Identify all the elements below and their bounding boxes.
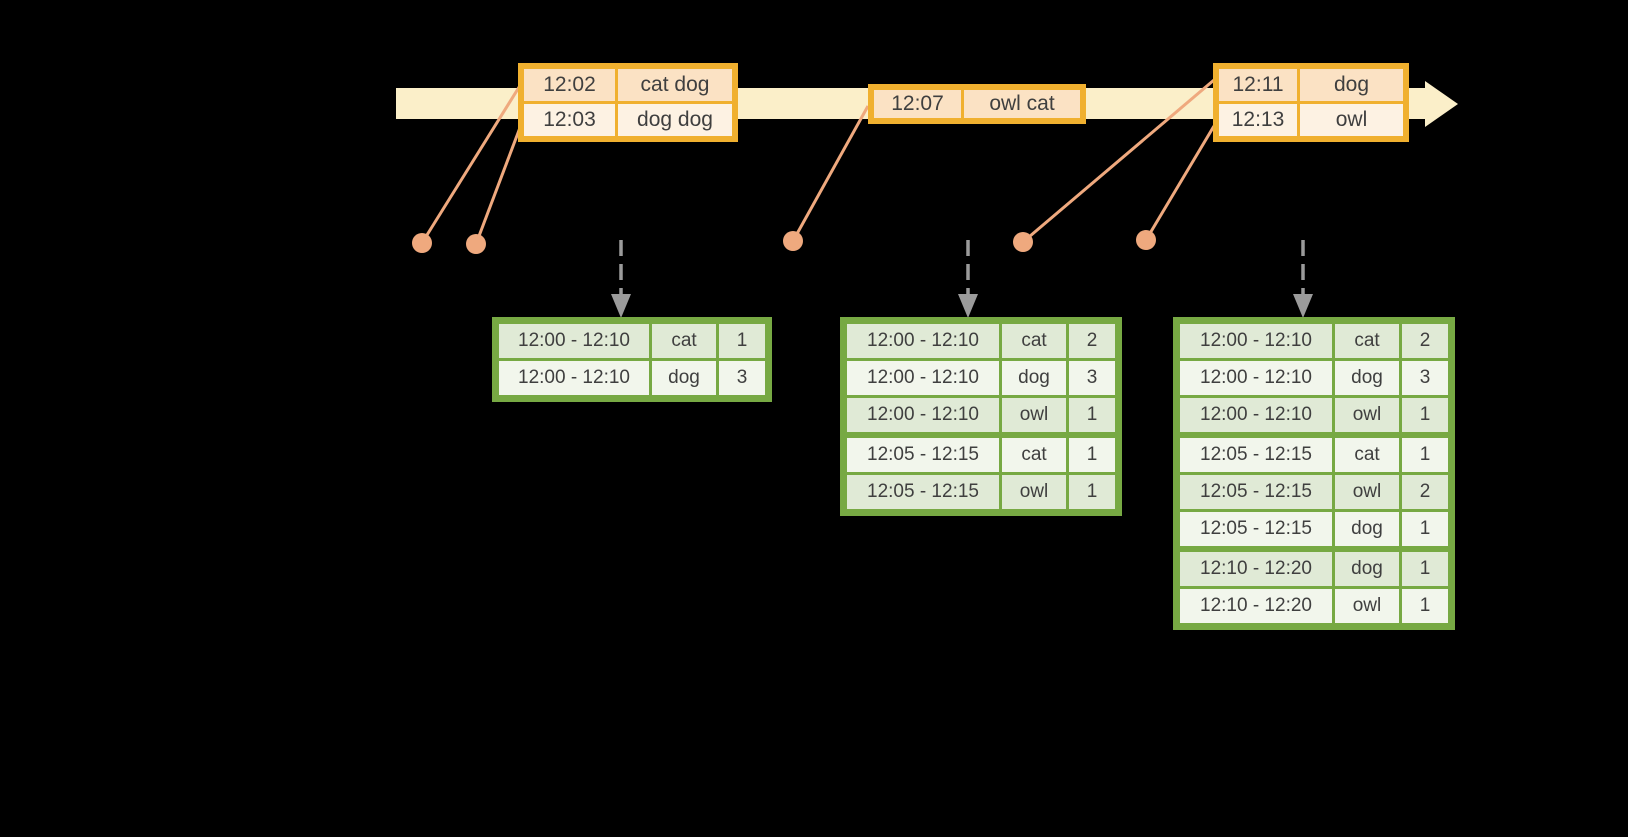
count-cell: 1 [1069,435,1115,472]
event-time-cell: 12:11 [1219,69,1297,101]
word-cell: cat [1335,324,1399,358]
window-cell: 12:05 - 12:15 [847,435,999,472]
result-table-3: 12:00 - 12:10 cat 2 12:00 - 12:10 dog 3 … [1173,317,1455,630]
connector-line [474,124,523,245]
arrowhead-icon [611,294,631,318]
result-row: 12:05 - 12:15 owl 2 [1180,475,1448,509]
event-words-cell: owl [1300,104,1403,136]
word-cell: owl [1002,398,1066,432]
count-cell: 1 [1402,398,1448,432]
count-cell: 1 [1069,475,1115,509]
word-cell: dog [652,361,716,395]
event-table-2: 12:07 owl cat [868,84,1086,124]
word-cell: dog [1335,361,1399,395]
word-cell: owl [1335,398,1399,432]
window-cell: 12:00 - 12:10 [1180,324,1332,358]
word-cell: dog [1335,549,1399,586]
event-row: 12:11 dog [1219,69,1403,101]
event-dot-icon [466,234,486,254]
result-row: 12:00 - 12:10 dog 3 [847,361,1115,395]
event-time-cell: 12:13 [1219,104,1297,136]
word-cell: cat [652,324,716,358]
count-cell: 1 [1069,398,1115,432]
word-cell: cat [1002,324,1066,358]
word-cell: cat [1002,435,1066,472]
window-cell: 12:00 - 12:10 [1180,398,1332,432]
result-row: 12:05 - 12:15 cat 1 [1180,435,1448,472]
event-dots [412,230,1156,254]
result-row: 12:00 - 12:10 cat 2 [1180,324,1448,358]
window-cell: 12:05 - 12:15 [847,475,999,509]
event-row: 12:07 owl cat [874,90,1080,118]
word-cell: owl [1335,475,1399,509]
result-row: 12:05 - 12:15 cat 1 [847,435,1115,472]
connector-line [1022,78,1215,244]
word-cell: dog [1335,512,1399,546]
event-time-cell: 12:03 [524,104,615,136]
count-cell: 2 [1402,324,1448,358]
result-row: 12:00 - 12:10 owl 1 [1180,398,1448,432]
event-time-cell: 12:02 [524,69,615,101]
result-table-2: 12:00 - 12:10 cat 2 12:00 - 12:10 dog 3 … [840,317,1122,516]
count-cell: 1 [1402,435,1448,472]
window-cell: 12:00 - 12:10 [1180,361,1332,395]
result-row: 12:00 - 12:10 owl 1 [847,398,1115,432]
event-dot-icon [412,233,432,253]
word-cell: cat [1335,435,1399,472]
dashed-flow-arrows [611,240,1313,318]
result-row: 12:00 - 12:10 cat 2 [847,324,1115,358]
connector-line [1144,125,1216,241]
event-dot-icon [1013,232,1033,252]
window-cell: 12:00 - 12:10 [499,361,649,395]
event-words-cell: cat dog [618,69,732,101]
event-words-cell: owl cat [964,90,1080,118]
window-cell: 12:00 - 12:10 [847,361,999,395]
event-row: 12:13 owl [1219,104,1403,136]
event-row: 12:03 dog dog [524,104,732,136]
result-row: 12:05 - 12:15 dog 1 [1180,512,1448,546]
arrowhead-icon [958,294,978,318]
window-cell: 12:10 - 12:20 [1180,589,1332,623]
timeline-arrowhead-icon [1425,81,1458,127]
window-cell: 12:05 - 12:15 [1180,435,1332,472]
word-cell: owl [1335,589,1399,623]
window-cell: 12:00 - 12:10 [499,324,649,358]
event-row: 12:02 cat dog [524,69,732,101]
result-row: 12:00 - 12:10 dog 3 [1180,361,1448,395]
connector-line [791,105,870,242]
count-cell: 1 [1402,589,1448,623]
count-cell: 3 [1402,361,1448,395]
event-words-cell: dog dog [618,104,732,136]
event-words-cell: dog [1300,69,1403,101]
connector-line [420,83,523,244]
event-dot-icon [783,231,803,251]
arrowhead-icon [1293,294,1313,318]
result-row: 12:00 - 12:10 dog 3 [499,361,765,395]
count-cell: 2 [1402,475,1448,509]
count-cell: 1 [719,324,765,358]
event-connector-lines [420,78,1216,245]
window-cell: 12:00 - 12:10 [847,324,999,358]
count-cell: 3 [1069,361,1115,395]
window-cell: 12:00 - 12:10 [847,398,999,432]
window-cell: 12:05 - 12:15 [1180,475,1332,509]
result-row: 12:10 - 12:20 owl 1 [1180,589,1448,623]
word-cell: dog [1002,361,1066,395]
event-dot-icon [1136,230,1156,250]
window-cell: 12:05 - 12:15 [1180,512,1332,546]
event-time-cell: 12:07 [874,90,961,118]
result-row: 12:05 - 12:15 owl 1 [847,475,1115,509]
result-row: 12:10 - 12:20 dog 1 [1180,549,1448,586]
event-table-1: 12:02 cat dog 12:03 dog dog [518,63,738,142]
count-cell: 2 [1069,324,1115,358]
window-cell: 12:10 - 12:20 [1180,549,1332,586]
count-cell: 1 [1402,549,1448,586]
count-cell: 3 [719,361,765,395]
result-row: 12:00 - 12:10 cat 1 [499,324,765,358]
word-cell: owl [1002,475,1066,509]
count-cell: 1 [1402,512,1448,546]
event-table-3: 12:11 dog 12:13 owl [1213,63,1409,142]
result-table-1: 12:00 - 12:10 cat 1 12:00 - 12:10 dog 3 [492,317,772,402]
